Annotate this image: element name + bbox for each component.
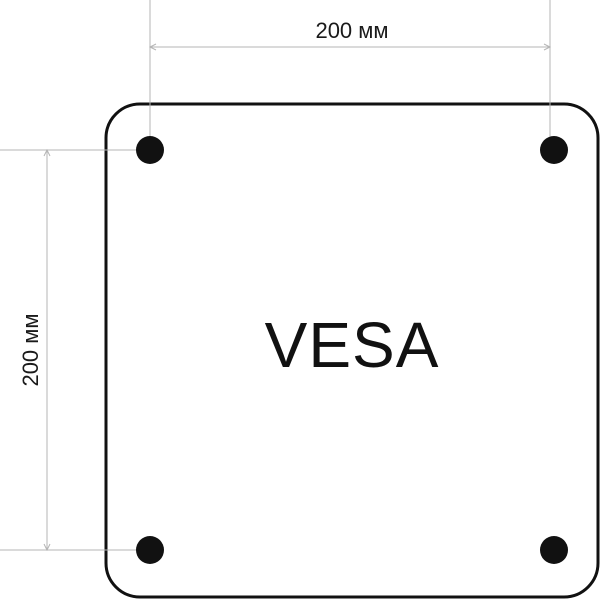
vesa-label: VESA — [265, 309, 440, 381]
vertical-dimension-label: 200 мм — [18, 313, 43, 386]
horizontal-dimension-label: 200 мм — [315, 18, 388, 43]
mounting-hole-bottom-right — [540, 536, 568, 564]
horizontal-arrow-left — [148, 43, 157, 51]
mounting-hole-top-right — [540, 136, 568, 164]
mounting-hole-top-left — [136, 136, 164, 164]
horizontal-arrow-right — [543, 43, 552, 51]
vertical-arrow-bottom — [43, 543, 51, 552]
vertical-arrow-top — [43, 148, 51, 157]
mount-plate-outline — [104, 102, 600, 599]
mounting-hole-bottom-left — [136, 536, 164, 564]
